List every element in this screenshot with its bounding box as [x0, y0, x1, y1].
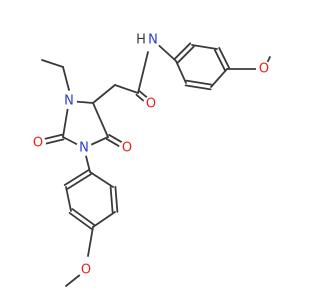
atom-o-ring-left: O — [30, 135, 46, 151]
atom-o-methoxy-right-label: O — [259, 62, 269, 77]
atom-h-amide: H — [136, 33, 146, 48]
bond-r2d-oMeB — [87, 226, 94, 257]
atom-o-ring-right: O — [119, 140, 135, 156]
atom-o-amide-label: O — [146, 97, 156, 112]
bond-chiso-ch3iso2 — [62, 66, 70, 91]
bond-r1c-r1d-1 — [213, 49, 226, 71]
atom-o-amide: O — [143, 96, 159, 112]
atom-o-methoxy-bottom: O — [78, 262, 94, 278]
chemical-structure: N H O O N N O O O — [30, 32, 272, 287]
bond-r1e-r1f-1 — [185, 79, 213, 86]
atom-o-methoxy-right: O — [256, 61, 272, 77]
bond-r2a-r2b-2 — [66, 173, 93, 190]
atom-n-ring-top-label: N — [64, 94, 74, 109]
bond-c4-ch2 — [92, 84, 116, 104]
bond-r2a-r2b-1 — [63, 169, 90, 186]
bond-r1b-r1c — [191, 44, 218, 50]
bond-r2c-r2d-1 — [68, 212, 93, 230]
bond-layer — [36, 39, 271, 287]
bond-r1f-r1a — [175, 60, 187, 84]
bond-r1d-r1e — [210, 68, 228, 88]
bond-r2c-r2d-2 — [71, 208, 96, 226]
atom-o-ring-left-label: O — [33, 136, 43, 151]
bond-cAm-nAmB — [137, 51, 149, 94]
atom-label-layer: N H O O N N O O O — [30, 32, 272, 278]
bond-r2e-r2f-1 — [114, 185, 119, 213]
bond-r2e-r2f-2 — [109, 186, 114, 214]
atom-n-amide: N — [145, 32, 161, 48]
atom-n-ring-bottom: N — [76, 140, 92, 156]
bond-r1e-r1f-2 — [184, 84, 212, 91]
atom-n-ring-top: N — [61, 93, 77, 109]
bond-r2f-r2a — [89, 171, 114, 188]
atom-o-methoxy-bottom-label: O — [81, 263, 91, 278]
bond-r2d-r2e — [92, 211, 116, 228]
bond-ch2-cAm — [114, 84, 139, 94]
atom-n-amide-label: N — [148, 33, 158, 48]
bond-r1a-r1b-2 — [173, 42, 192, 61]
bond-ch3iso1-chiso — [41, 59, 64, 68]
atom-h-amide-label: H — [136, 33, 146, 48]
atom-o-ring-right-label: O — [122, 141, 132, 156]
atom-n-ring-bottom-label: N — [79, 141, 89, 156]
bond-r2b-r2c — [65, 186, 72, 212]
bond-c4-c5 — [92, 102, 109, 138]
bond-r1c-r1d-2 — [218, 47, 231, 69]
bond-r1a-r1b-1 — [176, 45, 195, 64]
